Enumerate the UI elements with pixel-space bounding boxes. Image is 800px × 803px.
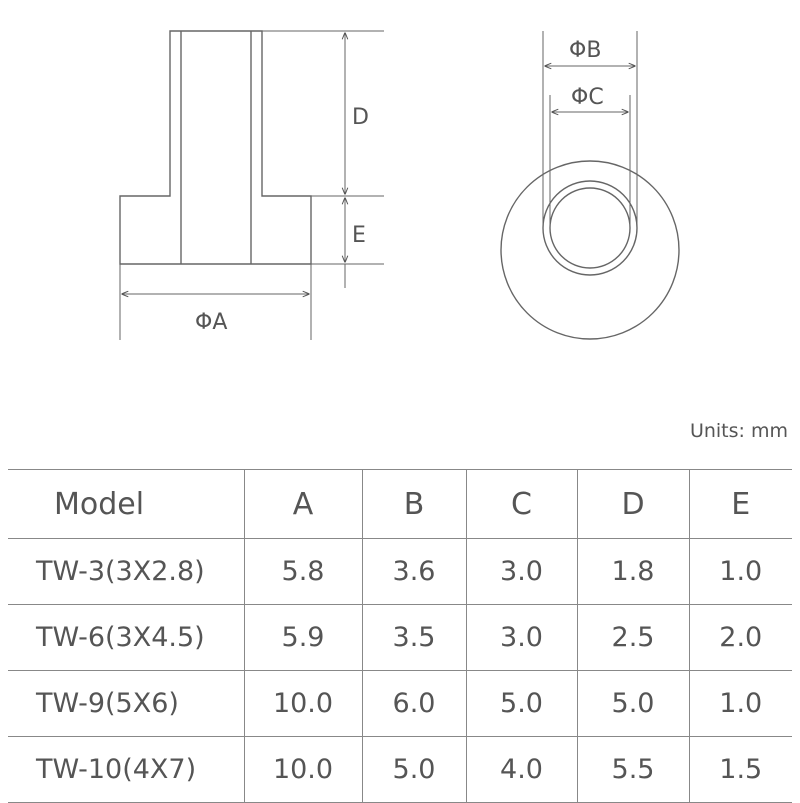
cell-a: 10.0 xyxy=(243,736,363,803)
label-phi-a: ΦA xyxy=(195,310,227,335)
cell-e: 2.0 xyxy=(688,604,792,671)
cell-c: 4.0 xyxy=(465,736,578,803)
header-e: E xyxy=(688,469,792,539)
table-row: TW-10(4X7) 10.0 5.0 4.0 5.5 1.5 xyxy=(8,736,792,803)
table-header-row: Model A B C D E xyxy=(8,469,792,539)
header-d: D xyxy=(576,469,690,539)
cell-e: 1.0 xyxy=(688,538,792,605)
table-row: TW-3(3X2.8) 5.8 3.6 3.0 1.8 1.0 xyxy=(8,538,792,605)
side-view-outline xyxy=(119,30,312,265)
header-c: C xyxy=(465,469,578,539)
header-a: A xyxy=(243,469,363,539)
outer-flange-circle xyxy=(500,160,680,340)
cell-d: 5.5 xyxy=(576,736,690,803)
header-b: B xyxy=(361,469,467,539)
bore-circle xyxy=(549,187,631,269)
cell-a: 5.9 xyxy=(243,604,363,671)
end-view xyxy=(500,31,680,340)
cell-a: 5.8 xyxy=(243,538,363,605)
cell-model: TW-10(4X7) xyxy=(8,736,245,803)
label-phi-b: ΦB xyxy=(569,38,601,63)
units-note: Units: mm xyxy=(689,420,788,442)
cell-d: 2.5 xyxy=(576,604,690,671)
cell-b: 6.0 xyxy=(361,670,467,737)
cell-d: 5.0 xyxy=(576,670,690,737)
cell-b: 3.5 xyxy=(361,604,467,671)
table-row: TW-6(3X4.5) 5.9 3.5 3.0 2.5 2.0 xyxy=(8,604,792,671)
cell-b: 5.0 xyxy=(361,736,467,803)
cell-model: TW-9(5X6) xyxy=(8,670,245,737)
label-phi-c: ΦC xyxy=(571,85,604,110)
cell-a: 10.0 xyxy=(243,670,363,737)
cell-e: 1.0 xyxy=(688,670,792,737)
cell-e: 1.5 xyxy=(688,736,792,803)
table-row: TW-9(5X6) 10.0 6.0 5.0 5.0 1.0 xyxy=(8,670,792,737)
dimension-drawing: D E ΦA ΦB ΦC xyxy=(119,30,680,340)
cell-c: 5.0 xyxy=(465,670,578,737)
label-e: E xyxy=(352,223,366,248)
cell-model: TW-3(3X2.8) xyxy=(8,538,245,605)
cell-model: TW-6(3X4.5) xyxy=(8,604,245,671)
cell-c: 3.0 xyxy=(465,538,578,605)
cell-b: 3.6 xyxy=(361,538,467,605)
cell-d: 1.8 xyxy=(576,538,690,605)
spec-table: Model A B C D E TW-3(3X2.8) 5.8 3.6 3.0 … xyxy=(8,469,792,803)
side-view xyxy=(119,30,384,340)
header-model: Model xyxy=(8,469,245,539)
label-d: D xyxy=(352,105,369,130)
tube-outer-circle xyxy=(542,180,638,276)
cell-c: 3.0 xyxy=(465,604,578,671)
